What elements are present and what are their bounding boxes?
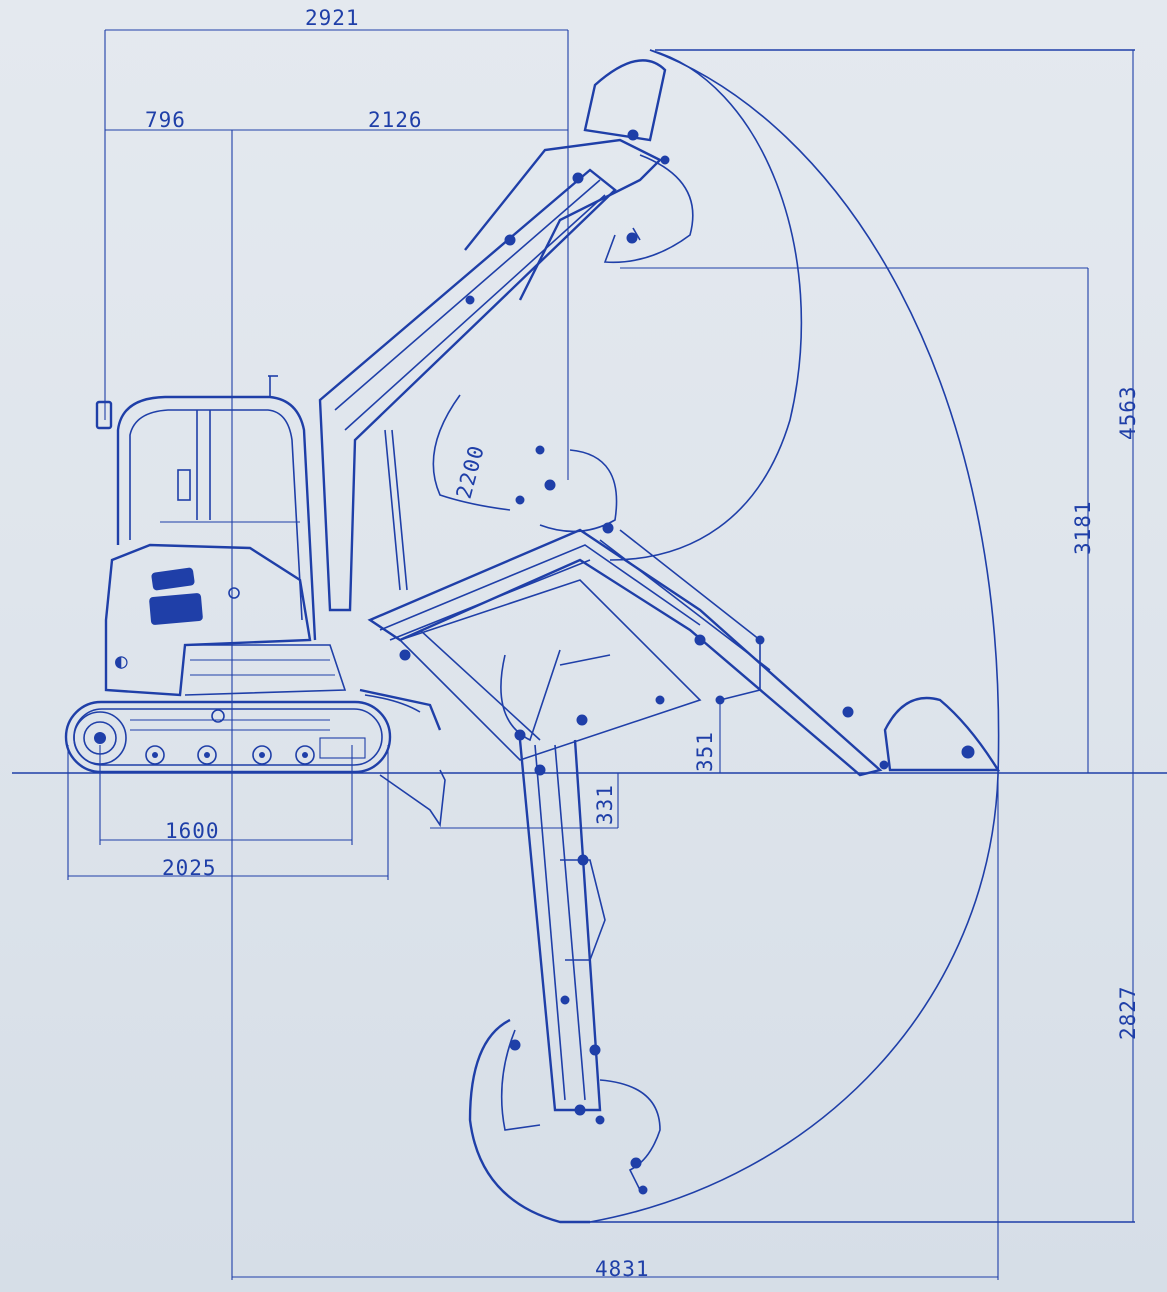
boom-raised bbox=[318, 59, 694, 612]
dim-351: 351 bbox=[693, 731, 717, 772]
dim-2200: 2200 bbox=[452, 442, 489, 501]
crawler-track bbox=[64, 700, 392, 774]
dim-2126: 2126 bbox=[368, 108, 423, 132]
svg-text:◐: ◐ bbox=[115, 649, 129, 673]
dimension-labels: 2921 796 2126 4563 3181 2200 351 331 160… bbox=[145, 6, 1140, 1281]
arm-lowered bbox=[468, 739, 661, 1224]
arm-folded bbox=[367, 394, 1001, 777]
dimension-lines bbox=[67, 29, 1134, 1280]
reach-envelope bbox=[589, 49, 1135, 1223]
dim-331: 331 bbox=[593, 784, 617, 825]
dozer-blade bbox=[359, 688, 446, 828]
excavator-body: ◐ bbox=[95, 375, 347, 697]
dim-3181: 3181 bbox=[1071, 500, 1095, 555]
dim-4563: 4563 bbox=[1116, 385, 1140, 440]
dim-1600: 1600 bbox=[165, 819, 220, 843]
dim-4831: 4831 bbox=[595, 1257, 650, 1281]
dim-2921: 2921 bbox=[305, 6, 360, 30]
dim-796: 796 bbox=[145, 108, 186, 132]
dim-2025: 2025 bbox=[162, 856, 217, 880]
dim-2827: 2827 bbox=[1116, 985, 1140, 1040]
